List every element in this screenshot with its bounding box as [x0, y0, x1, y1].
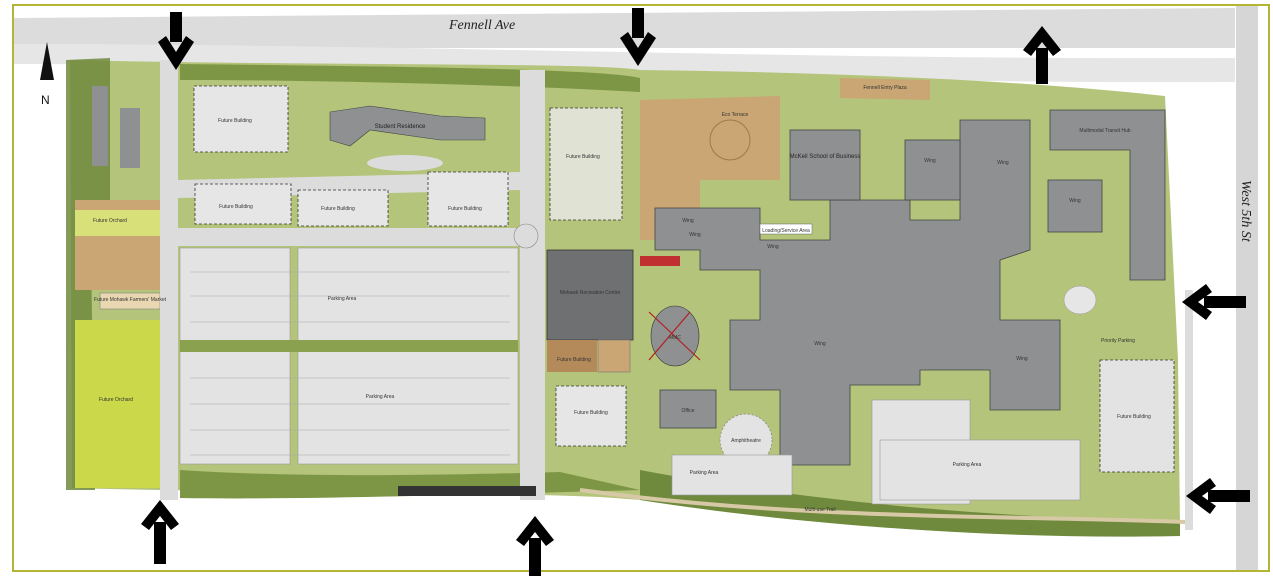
west-parking-building	[92, 86, 108, 166]
central-roundabout	[513, 223, 539, 249]
fennell-entry-label: Fennell Entry Plaza	[863, 85, 907, 91]
wing-f-label: Wing	[814, 341, 826, 347]
future-orchard-2-label: Future Orchard	[99, 397, 133, 403]
entrance-canopy	[640, 256, 680, 266]
eco-terrace-plaza	[640, 96, 780, 240]
future-building-4-label: Future Building	[448, 206, 482, 212]
wing-d-label: Wing	[997, 160, 1009, 166]
west-5th-label: West 5th St	[1238, 180, 1253, 243]
wing-c-building	[1047, 179, 1103, 233]
plaza-circle	[709, 119, 751, 161]
farmers-market-label: Future Mohawk Farmers' Market	[94, 297, 167, 303]
eco-terrace-label: Eco Terrace	[722, 112, 749, 118]
future-building-8-label: Future Building	[557, 357, 591, 363]
future-building-4-footprint	[427, 171, 509, 227]
multiuse-trail-label: Multi-use Trail	[804, 507, 835, 513]
naturalization-label: Future Building Planting / Naturalizatio…	[423, 490, 511, 496]
residence-drive	[367, 155, 443, 171]
central-road	[520, 70, 545, 500]
orchard-strip-north	[75, 210, 162, 236]
orchard-strip-south	[75, 320, 162, 488]
mmc-markings	[648, 311, 701, 361]
future-building-5-footprint	[549, 107, 623, 221]
parking-area-west-b	[297, 247, 519, 465]
fennell-ave-shoulder	[14, 44, 1235, 83]
future-building-1-label: Future Building	[218, 118, 252, 124]
fennell-entry-plaza	[840, 78, 930, 100]
mckeil-label: McKeil School of Business	[790, 154, 861, 160]
arrow-up-icon-fennell-east	[1023, 26, 1061, 84]
north-label: N	[41, 93, 50, 107]
arrow-up-icon-south-west	[141, 500, 179, 564]
recreation-centre-label: Mohawk Recreation Centre	[560, 290, 621, 296]
fennell-ave-label: Fennell Ave	[448, 18, 515, 33]
student-residence-building	[329, 105, 486, 147]
west-small-building	[120, 108, 140, 168]
wing-h-label: Wing	[689, 232, 701, 238]
future-expansion-block	[547, 340, 597, 372]
recreation-centre-building	[546, 249, 634, 341]
parking-area-southeast-b	[879, 439, 1081, 501]
mckeil-building	[789, 129, 861, 201]
office-label: Office	[682, 408, 695, 414]
future-building-7-footprint	[1099, 359, 1175, 473]
parking-area-3-label: Parking Area	[690, 470, 719, 476]
parking-area-2-label: Parking Area	[366, 394, 395, 400]
wing-e-label: Wing	[767, 244, 779, 250]
mmc-label: MMC	[669, 335, 681, 341]
amphitheatre-label: Amphitheatre	[731, 438, 761, 444]
east-access-road	[1185, 290, 1193, 530]
arrow-left-icon-east-upper	[1182, 284, 1246, 320]
future-building-2-footprint	[194, 183, 292, 225]
future-building-7-label: Future Building	[1117, 414, 1151, 420]
loading-label-box	[759, 223, 813, 235]
west-access-road	[160, 60, 178, 500]
arrow-down-icon-west	[158, 12, 194, 70]
entry-arrows	[141, 8, 1250, 576]
parking-area-4-label: Parking Area	[953, 462, 982, 468]
parking-area-1-label: Parking Area	[328, 296, 357, 302]
wing-c-label: Wing	[1069, 198, 1081, 204]
parking-area-west-a	[179, 247, 291, 465]
future-building-5-label: Future Building	[566, 154, 600, 160]
wing-b-label: Wing	[924, 158, 936, 164]
west-5th-road	[1236, 6, 1258, 570]
multimodal-hub-label: Multimodal Transit Hub	[1079, 128, 1130, 134]
arrow-down-icon-centre	[620, 8, 656, 66]
student-residence-label: Student Residence	[375, 124, 426, 130]
court-area	[597, 339, 631, 373]
naturalization-strip	[398, 486, 536, 496]
future-building-6-label: Future Building	[574, 410, 608, 416]
internal-road-middle	[178, 228, 520, 246]
parking-median-trees	[180, 340, 518, 352]
parking-area-south	[671, 454, 793, 496]
wing-a-label: Wing	[682, 218, 694, 224]
future-orchard-1-label: Future Orchard	[93, 218, 127, 224]
future-building-3-footprint	[297, 189, 389, 227]
multimodal-transit-hub-building	[1049, 109, 1166, 281]
wing-b-building	[904, 139, 961, 201]
north-arrow-icon	[40, 42, 54, 80]
multiuse-trail-path	[579, 488, 1186, 524]
office-building	[659, 389, 717, 429]
wing-g-label: Wing	[1016, 356, 1028, 362]
future-building-6-footprint	[555, 385, 627, 447]
east-roundabout	[1063, 285, 1097, 315]
arrow-left-icon-east-lower	[1186, 478, 1250, 514]
loading-area-label: Loading/Service Area	[762, 228, 810, 234]
fennell-ave-road	[14, 8, 1235, 48]
priority-parking-label: Priority Parking	[1101, 338, 1135, 344]
future-building-2-label: Future Building	[219, 204, 253, 210]
future-building-3-label: Future Building	[321, 206, 355, 212]
arrow-up-icon-south-centre	[516, 516, 554, 576]
future-building-1-footprint	[193, 85, 289, 153]
